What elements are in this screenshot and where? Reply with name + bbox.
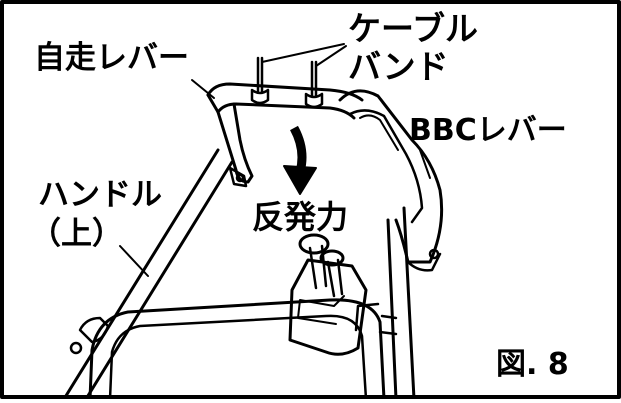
lower-handle-outer xyxy=(88,298,386,401)
lower-handle-inner xyxy=(108,314,368,401)
handle-right-clip xyxy=(378,314,398,336)
handle-top-bar-inner xyxy=(216,102,356,120)
self-propel-lever-bolt xyxy=(235,173,245,183)
down-arrow-head xyxy=(283,165,317,195)
label-self-propel-lever: 自走レバー xyxy=(34,40,189,76)
leader-handle-upper xyxy=(119,245,149,277)
bbc-lever-outer xyxy=(338,89,444,264)
bbc-lever-inner xyxy=(348,109,424,224)
cable-band-left xyxy=(256,56,264,94)
upper-handle-left-inner xyxy=(84,160,234,401)
down-arrow-icon xyxy=(289,125,307,174)
label-cable-band-line1: ケーブル xyxy=(348,9,479,48)
shift-lever-stem-2 xyxy=(326,258,344,298)
upper-handle-left-outer xyxy=(62,148,220,401)
shift-lever-knob-1 xyxy=(298,233,330,255)
label-cable-band-line2: バンド xyxy=(348,47,449,86)
label-handle-line1: ハンドル xyxy=(38,177,162,213)
upper-handle-right-outer xyxy=(402,206,416,401)
leader-self-propel-lever xyxy=(191,79,215,99)
cable-band-left-clamp xyxy=(250,88,270,105)
leader-cable-band xyxy=(261,43,347,67)
label-handle-line2: （上） xyxy=(30,216,123,252)
shift-lever-knob-2 xyxy=(319,249,345,267)
leader-bbc-lever xyxy=(419,149,431,179)
bbc-lever-housing xyxy=(406,252,442,272)
label-reaction-force: 反発力 xyxy=(252,198,349,236)
bbc-lever-highlight xyxy=(359,114,399,151)
cable-band-right-clamp xyxy=(304,92,324,109)
self-propel-lever-pivot xyxy=(228,166,248,188)
control-box xyxy=(288,258,368,356)
cable-band-right xyxy=(310,60,318,98)
cable-routing xyxy=(354,302,380,332)
control-box-face xyxy=(297,295,345,325)
figure-number: 図. 8 xyxy=(496,347,569,382)
bbc-lever-bolt xyxy=(428,248,440,260)
upper-handle-right-inner xyxy=(386,218,398,401)
handle-bolt xyxy=(69,341,83,355)
label-bbc-lever: BBCレバー xyxy=(409,113,567,148)
handle-top-bar-outer xyxy=(206,82,364,102)
